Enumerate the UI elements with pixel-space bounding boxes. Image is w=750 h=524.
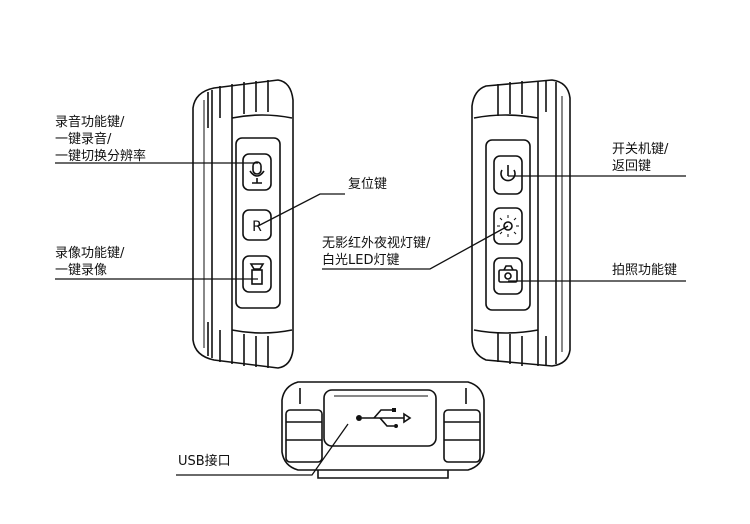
label-record-audio-line1: 录音功能键/ [55, 115, 125, 130]
label-power: 开关机键/ 返回键 [612, 141, 668, 175]
label-record-video-line1: 录像功能键/ [55, 246, 125, 261]
leader-lines [55, 162, 686, 476]
leader-reset [257, 193, 345, 227]
reset-button[interactable]: R [242, 209, 272, 241]
label-power-line2: 返回键 [612, 159, 652, 174]
leader-usb [176, 423, 349, 476]
label-record-video: 录像功能键/ 一键录像 [55, 245, 124, 279]
label-record-audio-line2: 一键录音/ [55, 132, 112, 147]
bottom-device [281, 381, 485, 479]
leader-ir-light [322, 225, 509, 270]
camera-record-icon [249, 263, 265, 285]
power-icon [500, 165, 516, 182]
microphone-icon [249, 161, 265, 184]
usb-symbol-icon [356, 408, 412, 428]
mic-button[interactable] [242, 153, 272, 191]
label-record-video-line2: 一键录像 [55, 263, 108, 278]
label-record-audio-line3: 一键切换分辨率 [55, 149, 147, 164]
video-record-button[interactable] [242, 255, 272, 293]
label-ir-light-line2: 白光LED灯键 [322, 253, 400, 268]
label-power-line1: 开关机键/ [612, 142, 669, 157]
label-record-audio: 录音功能键/ 一键录音/ 一键切换分辨率 [55, 114, 146, 165]
label-ir-light-line1: 无影红外夜视灯键/ [322, 236, 431, 251]
photo-button[interactable] [493, 257, 523, 295]
label-usb: USB接口 [178, 454, 231, 469]
label-photo: 拍照功能键 [612, 263, 678, 278]
sun-icon [497, 215, 519, 237]
camera-icon [498, 265, 518, 283]
label-reset: 复位键 [348, 177, 388, 192]
usb-port[interactable] [356, 408, 412, 428]
reset-glyph: R [252, 219, 262, 235]
label-ir-light: 无影红外夜视灯键/ 白光LED灯键 [322, 235, 430, 269]
power-button[interactable] [493, 155, 523, 195]
